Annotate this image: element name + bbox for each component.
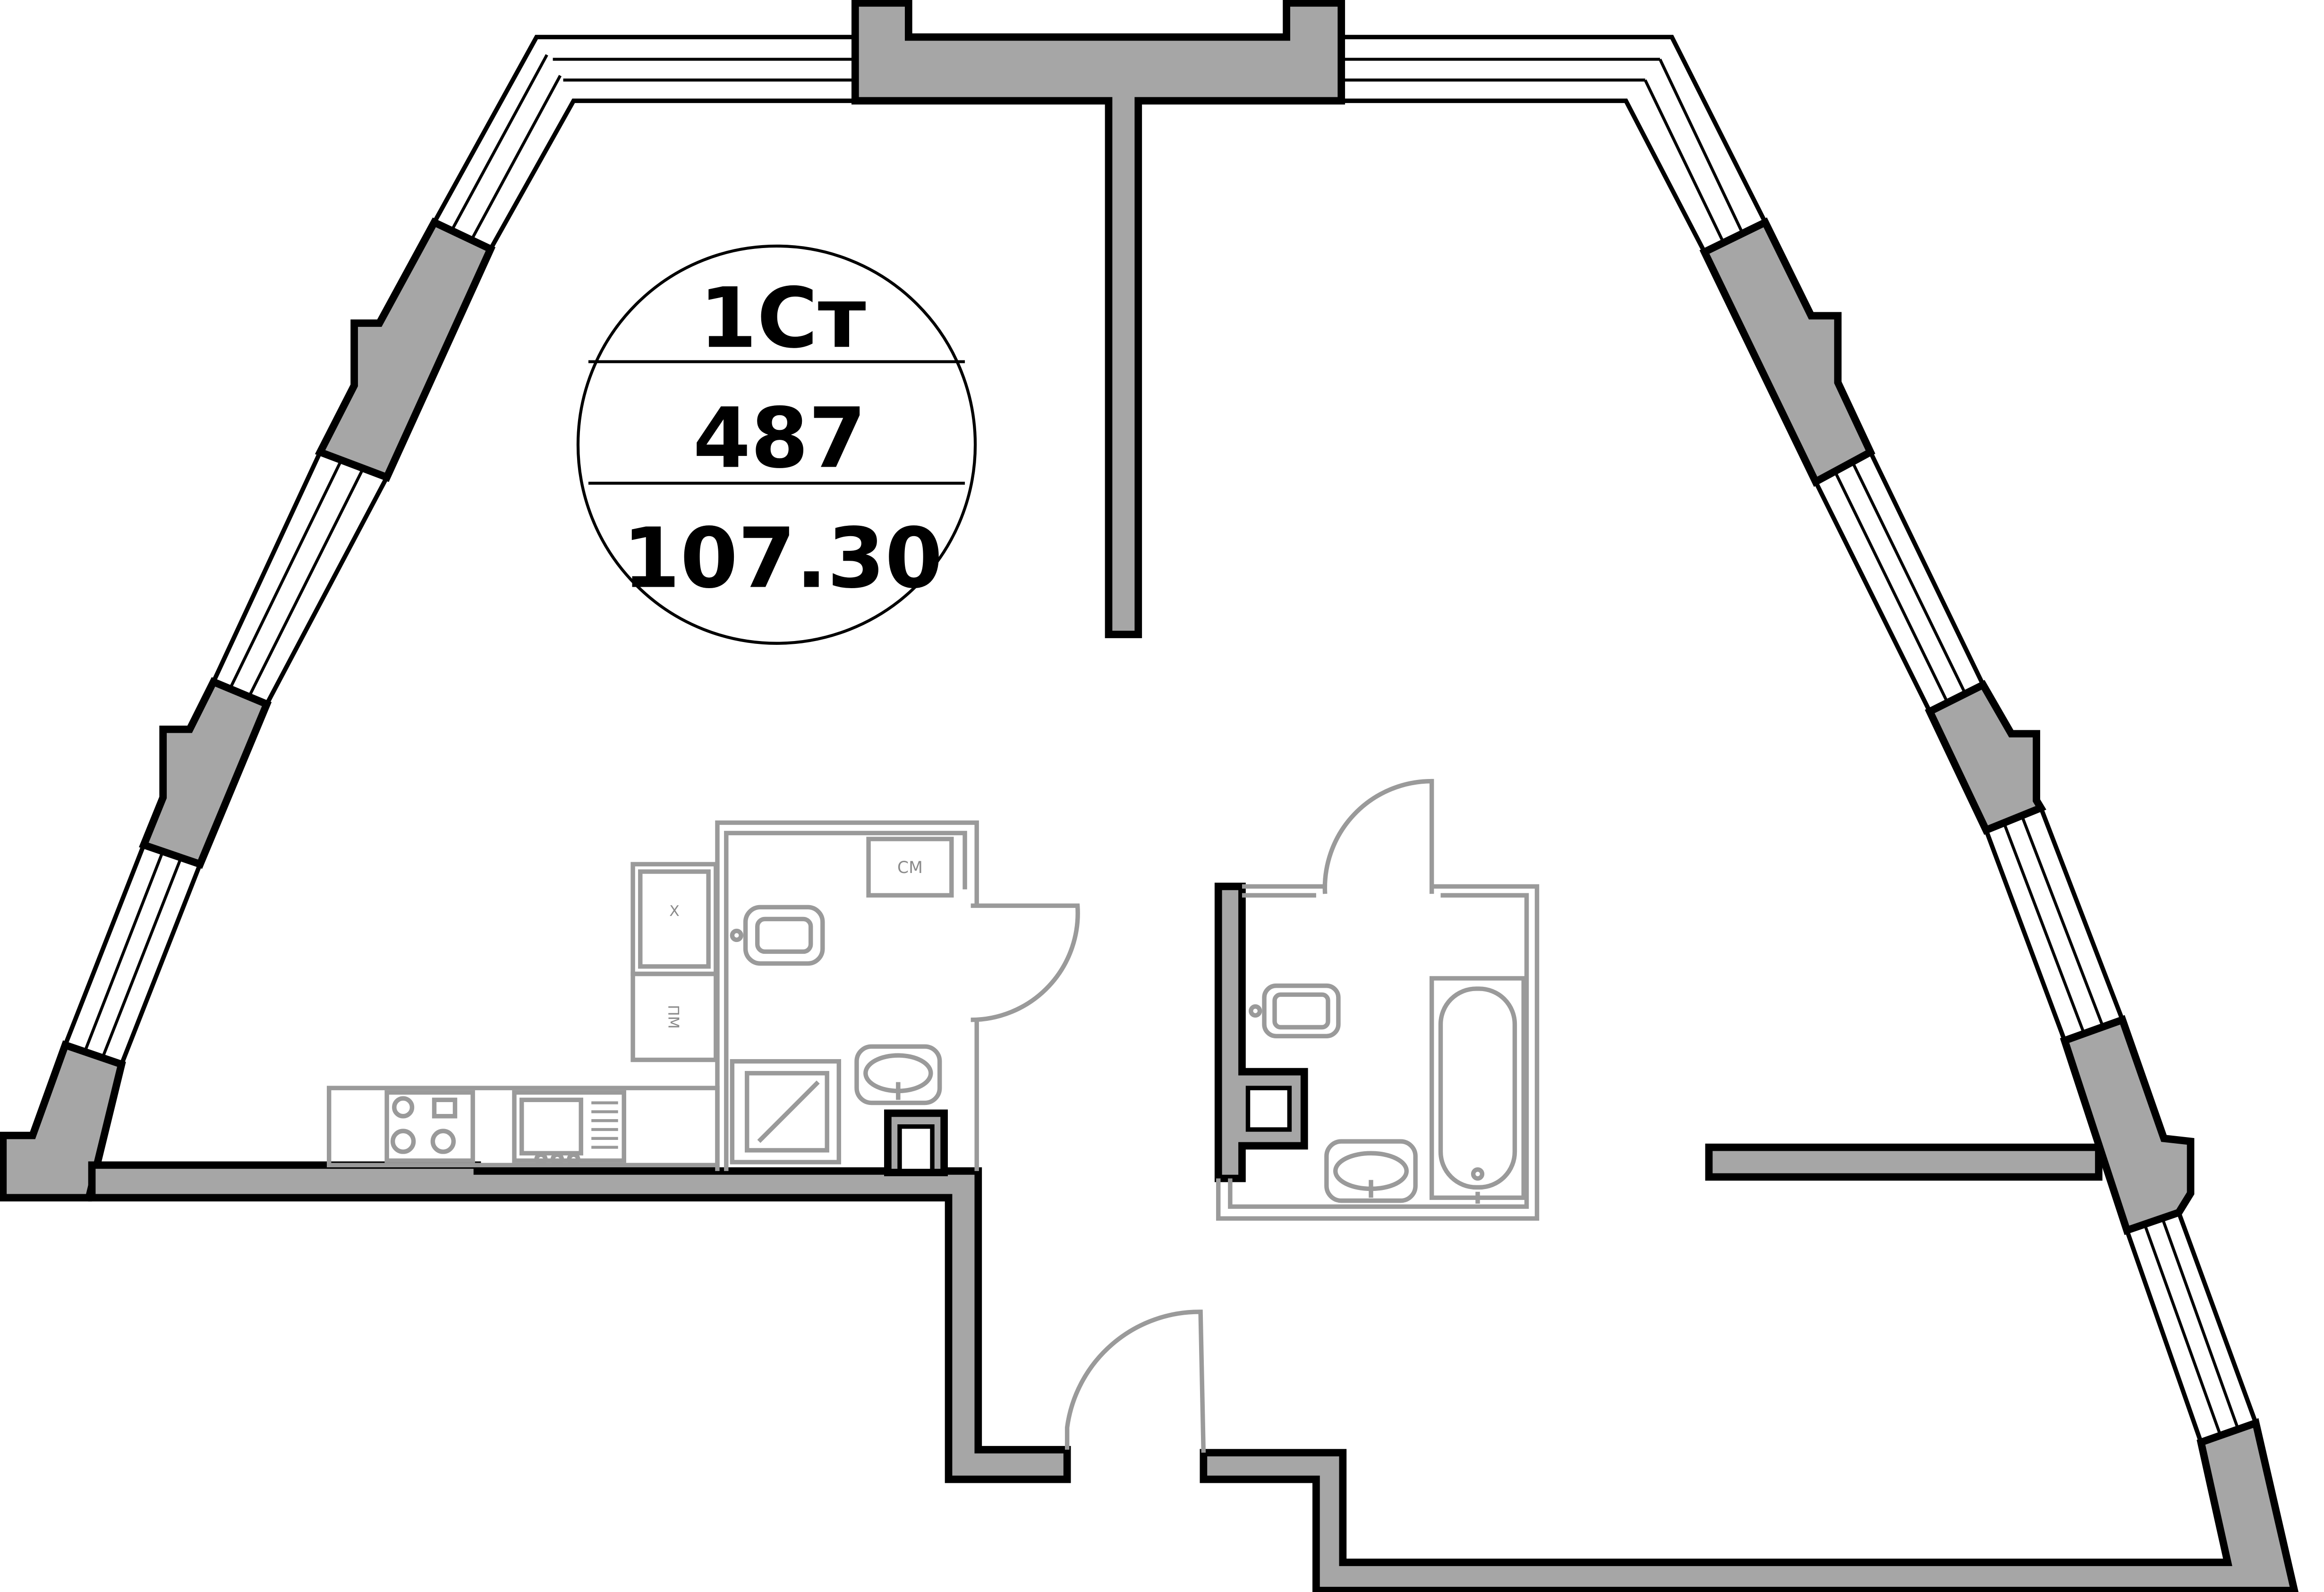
toilet-left [743,905,825,966]
window-right-upper [1813,449,1986,715]
pier-right-1 [1699,217,1875,487]
door-right-bathroom [1322,779,1434,894]
pier-right-2 [1924,680,2047,835]
wall-bathroom [1214,882,1308,1182]
apartment-label: 1Ст 487 107.30 [576,244,977,645]
partition-right [1705,1143,2103,1181]
sink-right [1324,1139,1418,1203]
washing-machine [866,837,954,898]
pier-right-3 [2060,1015,2195,1235]
bathtub [1429,976,1526,1200]
apartment-area: 107.30 [622,511,943,607]
wall-bottom-right [1200,1418,2299,1592]
pier-left-1 [315,217,496,482]
wall-bottom-left [88,1161,1071,1483]
apartment-number: 487 [693,390,866,487]
fridge-label: Х [669,903,680,920]
entrance-door [1064,1310,1206,1453]
window-left-bottom [62,842,203,1067]
dishwasher-label: ПМ [664,1005,681,1029]
dishwasher [630,971,718,1062]
wall-top [851,0,1345,638]
kitchen-counter [327,1086,720,1168]
shower-tray [730,1059,842,1164]
window-right-lower [1983,805,2126,1044]
sink-left [854,1044,942,1105]
label-circle [576,244,977,645]
doors [970,779,1434,1453]
right-bathroom [1216,884,1540,1221]
pier-left-2 [139,677,272,869]
right-windows [1339,34,2259,1446]
pier-left-3 [0,1040,126,1202]
window-right-bottom [2124,1209,2259,1446]
toilet-right [1262,983,1341,1039]
washing-machine-label: СМ [897,858,923,877]
right-bathroom-outline [1216,884,1540,1221]
cooktop [384,1090,475,1163]
door-left-bathroom [970,903,1080,1022]
kitchen: Х ПМ [327,862,720,1168]
apartment-type: 1Ст [699,270,866,367]
